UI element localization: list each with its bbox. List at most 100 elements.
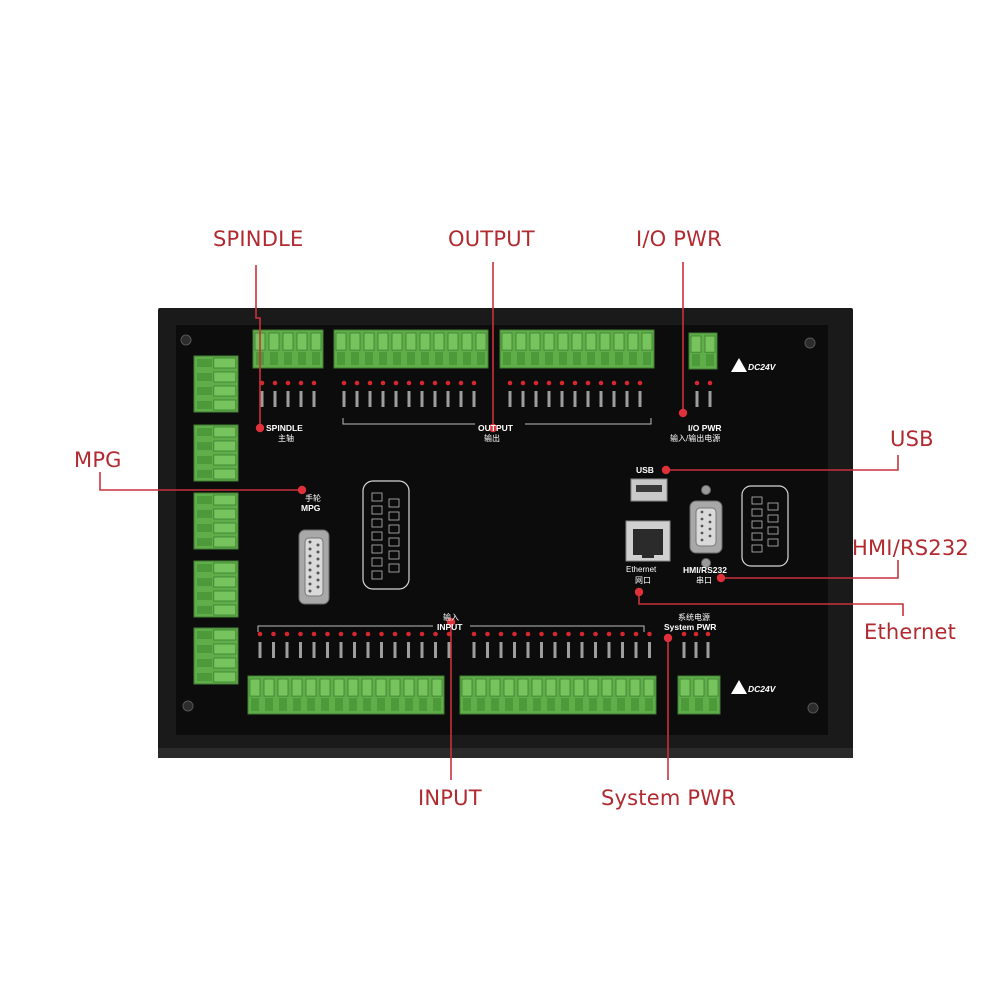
spindle-leader-line [255, 265, 261, 428]
status-led [367, 380, 373, 386]
pin-label-mark [433, 391, 437, 407]
terminal-screw-slot [389, 678, 401, 697]
ethernet-port-latch [642, 552, 654, 558]
controller-panel [176, 325, 828, 735]
terminal-screw-slot [319, 678, 331, 697]
input-terminal-block-right [459, 675, 657, 715]
silkscreen-pad [388, 563, 400, 573]
terminal-block-body [459, 675, 657, 715]
mpg-leader-line [99, 472, 302, 491]
terminal-screw-slot [403, 678, 415, 697]
pin-label-mark [621, 642, 624, 658]
status-led [471, 380, 477, 386]
marker-dot [634, 587, 644, 597]
terminal-screw-slot [447, 332, 459, 351]
terminal-screw-slot [213, 454, 237, 466]
usb-leader-line [666, 455, 899, 471]
terminal-wire-opening [405, 698, 413, 711]
terminal-screw-slot [391, 332, 403, 351]
terminal-screw-slot [679, 678, 691, 697]
pin-label-mark [355, 391, 359, 407]
status-led [406, 631, 411, 637]
silkscreen-pad [371, 492, 383, 502]
pin-label-mark [706, 642, 710, 658]
terminal-wire-opening [709, 698, 717, 711]
status-led [705, 631, 711, 637]
terminal-screw-slot [641, 332, 653, 351]
pin-label-mark [286, 391, 290, 407]
mounting-screws [180, 334, 819, 714]
status-led [498, 631, 504, 637]
marker-dot [488, 423, 498, 433]
input-terminal-block-left [247, 675, 445, 715]
axis-terminal-block-5 [193, 627, 239, 685]
terminal-screw-slot [704, 335, 716, 353]
terminal-wire-opening [197, 659, 212, 667]
output-leds-left [341, 380, 477, 407]
status-led [559, 380, 565, 386]
terminal-wire-opening [503, 352, 511, 365]
marker-dot [446, 617, 456, 627]
callout-usb: USB [890, 427, 934, 451]
terminal-screw-slot [627, 332, 639, 351]
pin-label-mark [299, 391, 303, 407]
pin-label-mark [273, 391, 277, 407]
status-led [380, 380, 386, 386]
pin-label-mark [420, 642, 424, 658]
pin-label-mark [339, 642, 343, 658]
terminal-wire-opening [435, 352, 443, 365]
terminal-screw-slot [629, 678, 641, 697]
terminal-wire-opening [312, 352, 320, 365]
terminal-wire-opening [321, 698, 329, 711]
spindle-leds [259, 380, 317, 407]
terminal-wire-opening [393, 352, 401, 365]
status-led [352, 631, 357, 637]
pin-label-mark [695, 391, 699, 407]
terminal-screw-slot [431, 678, 443, 697]
terminal-screw-slot [335, 332, 347, 351]
status-led [432, 380, 438, 386]
terminal-screw-slot [213, 468, 237, 480]
terminal-wire-opening [197, 631, 212, 639]
terminal-wire-opening [197, 456, 212, 464]
terminal-wire-opening [463, 352, 471, 365]
pin-label-mark [625, 391, 629, 407]
status-led [325, 631, 330, 637]
silkscreen-pad [767, 514, 779, 523]
terminal-wire-opening [197, 538, 212, 546]
marker-dot [255, 423, 265, 433]
terminal-wire-opening [559, 352, 567, 365]
pin-label-mark [312, 642, 316, 658]
pin-label-mark [599, 391, 603, 407]
status-led [647, 631, 652, 637]
terminal-wire-opening [631, 698, 639, 711]
terminal-screw-slot [585, 332, 597, 351]
terminal-screw-slot [501, 332, 513, 351]
terminal-screw-slot [310, 332, 322, 351]
pin-label-mark [472, 642, 476, 658]
terminal-wire-opening [391, 698, 399, 711]
terminal-wire-opening [270, 352, 278, 365]
pin-label-mark [368, 391, 372, 407]
terminal-screw-slot [268, 332, 280, 351]
silkscreen-pad [388, 511, 400, 521]
board-label-spindle-cn: 主轴 [278, 434, 294, 443]
terminal-wire-opening [197, 606, 212, 614]
silkscreen-pad [371, 557, 383, 567]
silkscreen-pad [371, 518, 383, 528]
terminal-wire-opening [519, 698, 527, 711]
terminal-wire-opening [603, 698, 611, 711]
input-bracket-line [257, 625, 645, 632]
terminal-screw-slot [305, 678, 317, 697]
terminal-wire-opening [449, 352, 457, 365]
terminal-wire-opening [365, 352, 373, 365]
pin-label-mark [472, 391, 476, 407]
callout-hmi-rs232: HMI/RS232 [852, 536, 969, 560]
board-label-usb: USB [636, 465, 654, 475]
db15-silkscreen-outline [362, 480, 410, 590]
terminal-wire-opening [477, 352, 485, 365]
terminal-screw-slot [615, 678, 627, 697]
status-led [694, 380, 700, 386]
pin-label-mark [567, 642, 570, 658]
